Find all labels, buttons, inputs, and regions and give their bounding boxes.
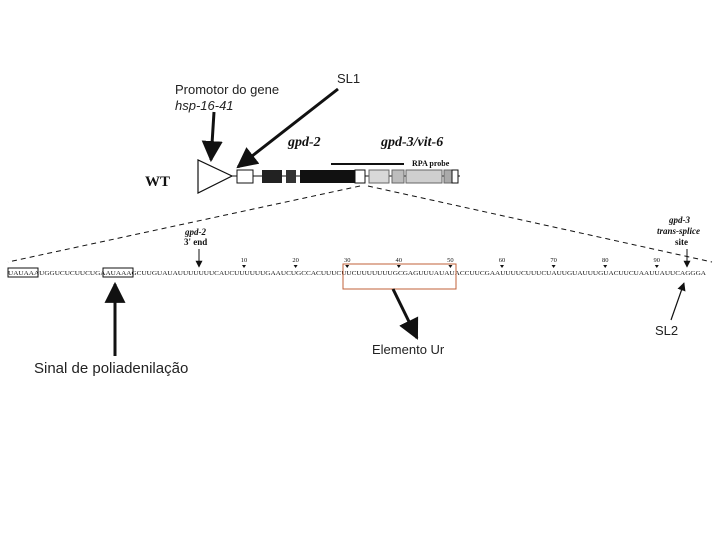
sl1-arrow bbox=[236, 87, 339, 169]
gpd3-gene-blocks bbox=[368, 169, 459, 184]
position-mark-tick bbox=[293, 265, 298, 268]
position-mark-label: 30 bbox=[344, 257, 351, 264]
position-mark-tick bbox=[396, 265, 401, 268]
position-mark-tick bbox=[242, 265, 246, 268]
sl1-label: SL1 bbox=[337, 71, 361, 86]
position-mark-tick bbox=[448, 265, 453, 268]
gpd2-end-label-2: 3' end bbox=[184, 237, 207, 247]
position-mark-label: 80 bbox=[602, 257, 609, 264]
ur-element-box bbox=[342, 263, 457, 290]
position-mark-label: 90 bbox=[654, 257, 661, 264]
expansion-line-right bbox=[367, 185, 713, 263]
gpd2-title: gpd-2 bbox=[287, 135, 321, 150]
position-mark-tick bbox=[654, 265, 659, 268]
position-mark-label: 20 bbox=[292, 257, 299, 264]
position-mark-tick bbox=[345, 265, 350, 268]
promoter-triangle bbox=[197, 159, 234, 194]
position-mark-label: 50 bbox=[447, 257, 454, 264]
promoter-arrow bbox=[201, 111, 223, 163]
ur-element-label: Elemento Ur bbox=[372, 342, 445, 357]
position-mark-label: 40 bbox=[396, 257, 403, 264]
gpd2-gene-blocks bbox=[236, 169, 366, 184]
rna-sequence: UAUAAAUGGUCUCUUCUGAAUAAAGCUUGUAUAUUUUUUU… bbox=[8, 270, 707, 277]
gpd2-end-label-1: gpd-2 bbox=[184, 227, 206, 237]
ur-element-arrow bbox=[391, 288, 419, 340]
polya-signal-box bbox=[102, 267, 134, 278]
position-mark-label: 10 bbox=[241, 257, 248, 264]
gpd3-site-label-2: trans-splice bbox=[657, 226, 700, 236]
position-mark-tick bbox=[500, 265, 504, 268]
position-mark-tick bbox=[551, 265, 556, 268]
position-marks: 10 20 30 40 50 60 70 80 90 bbox=[241, 257, 660, 268]
position-mark-label: 60 bbox=[499, 257, 506, 264]
gpd3-vit6-title: gpd-3/vit-6 bbox=[380, 135, 443, 150]
sequence-box-start bbox=[7, 267, 39, 278]
promoter-label-line2: hsp-16-41 bbox=[175, 98, 234, 113]
promoter-label-line1: Promotor do gene bbox=[175, 82, 280, 97]
gpd3-site-label-1: gpd-3 bbox=[668, 215, 690, 225]
position-mark-tick bbox=[603, 265, 608, 268]
expansion-line-left bbox=[7, 185, 361, 263]
gpd3-site-label-3: site bbox=[675, 237, 688, 247]
wt-label: WT bbox=[145, 174, 170, 190]
rpa-probe-label: RPA probe bbox=[412, 159, 450, 168]
polyadenylation-signal-label: Sinal de poliadenilação bbox=[34, 360, 189, 377]
sl2-label: SL2 bbox=[655, 323, 679, 338]
position-mark-label: 70 bbox=[550, 257, 557, 264]
sl2-arrow bbox=[670, 282, 686, 321]
